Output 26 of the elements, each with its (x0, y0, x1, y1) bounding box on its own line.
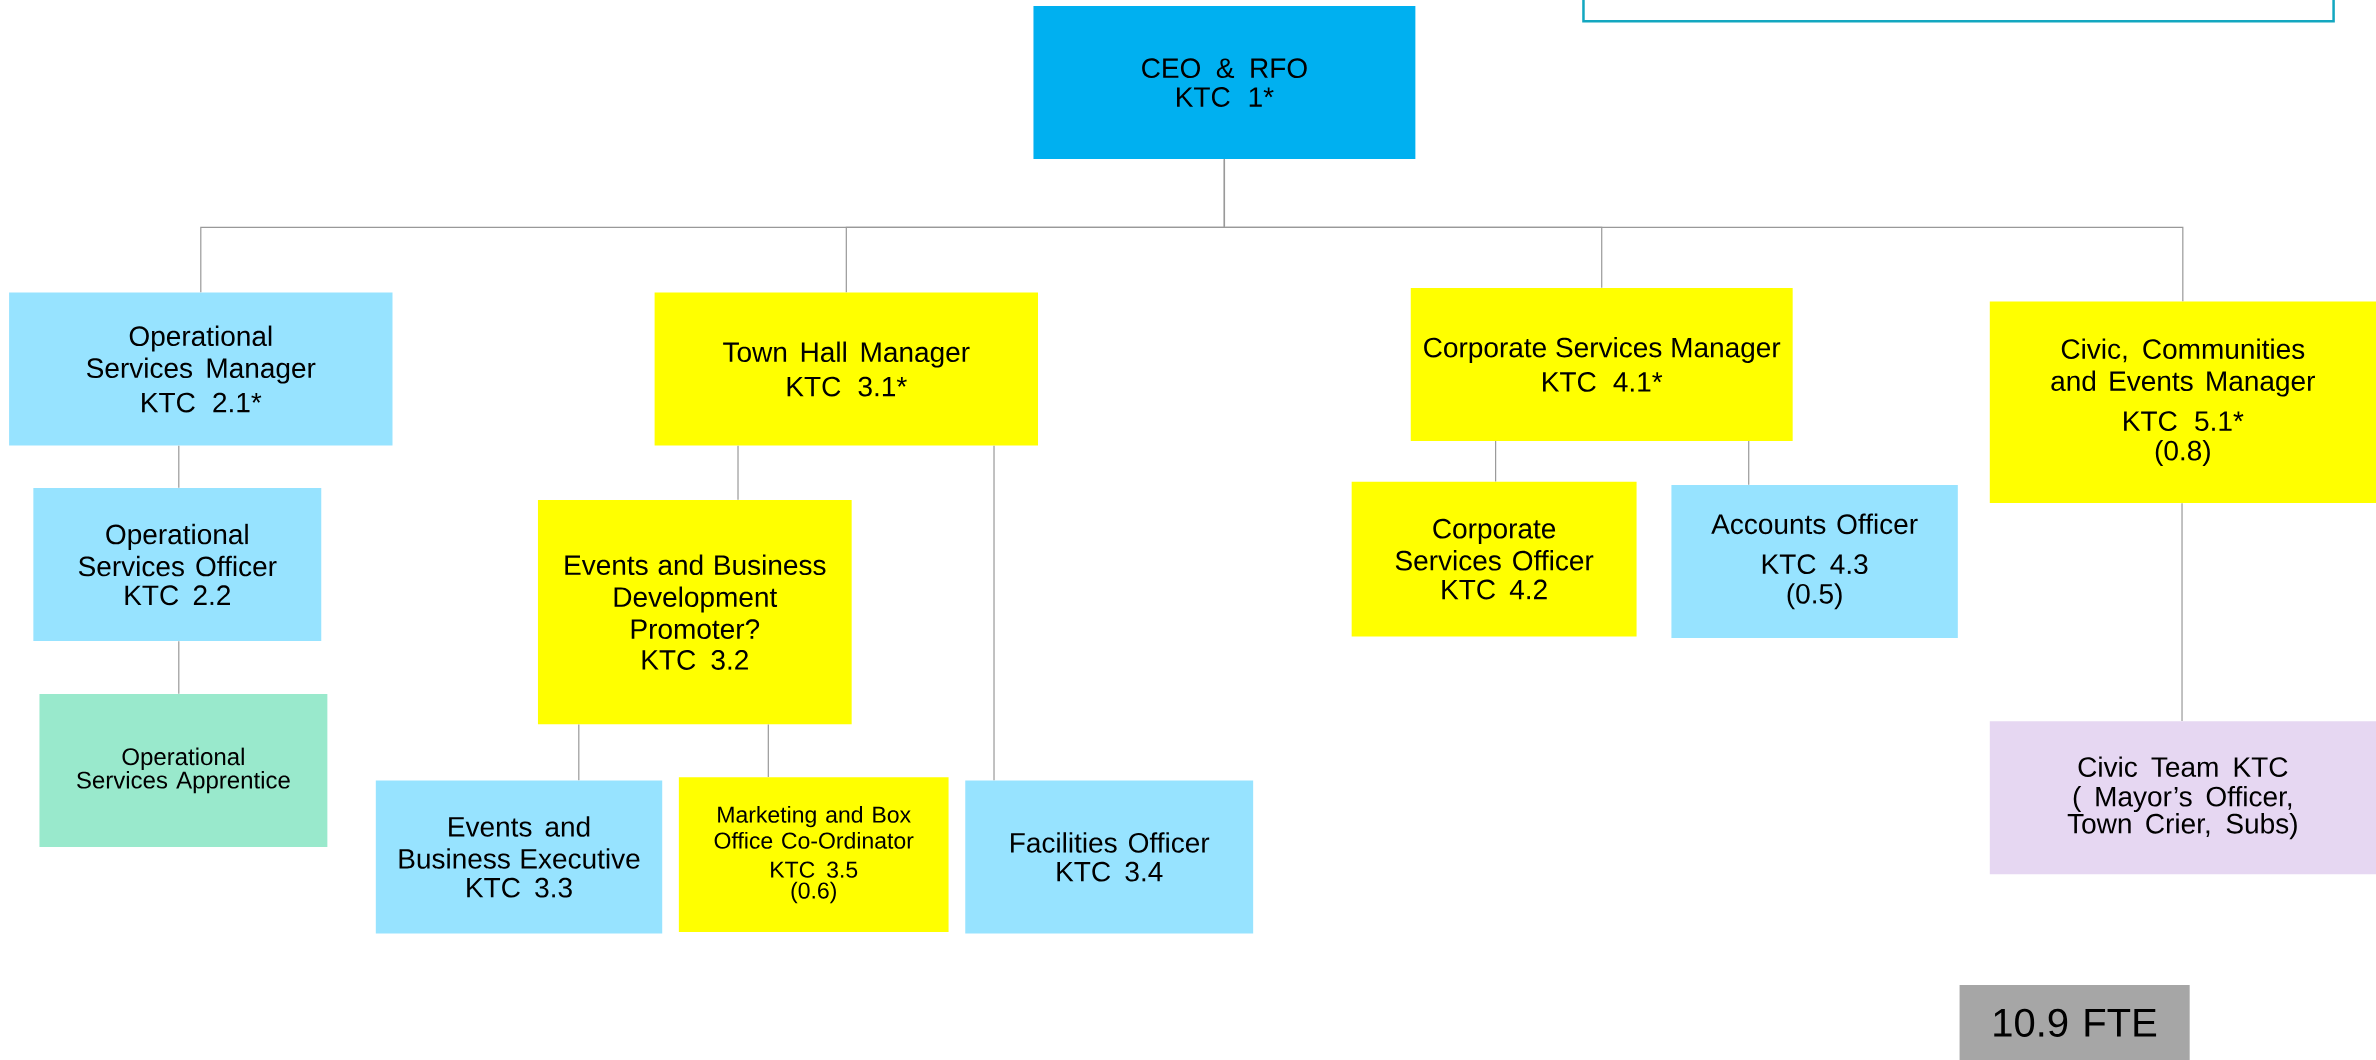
note-box (1582, 0, 2335, 23)
org-box: Operational Services Manager KTC 2.1* (9, 292, 393, 446)
connector-line (767, 723, 769, 778)
total-box: 10.9 FTE (1959, 984, 2190, 1060)
org-box: CEO & RFO KTC 1* (1033, 6, 1416, 160)
org-box: Operational Services Apprentice (39, 694, 328, 847)
connector-line (1495, 440, 1497, 483)
org-box: Accounts Officer KTC 4.3 (0.5) (1671, 484, 1958, 638)
connector-line (2181, 502, 2183, 722)
connector-line (578, 723, 580, 781)
org-box: Marketing and Box Office Co-Ordinator KTC 3.5 (0.6) (678, 777, 949, 932)
org-box: Corporate Services Manager KTC 4.1* (1410, 287, 1793, 441)
org-box: Operational Services Officer KTC 2.2 (33, 488, 322, 641)
org-box: Events and Business Executive KTC 3.3 (375, 780, 663, 934)
connector-line (993, 445, 995, 781)
connector-line (737, 445, 739, 501)
org-box: Facilities Officer KTC 3.4 (965, 780, 1254, 934)
org-box: Corporate Services Officer KTC 4.2 (1351, 481, 1637, 637)
org-box: Town Hall Manager KTC 3.1* (654, 292, 1038, 446)
connector-line (1748, 440, 1750, 486)
org-box: Civic Team KTC ( Mayor’s Officer, Town Crier, Subs) (1989, 721, 2376, 875)
org-box: Civic, Communities and Events Manager KTC 5.1* (0.8) (1989, 301, 2376, 504)
connector-line (178, 445, 180, 489)
connector-line (178, 640, 180, 695)
connector-line (1223, 158, 2184, 302)
org-box: Events and Business Development Promoter? KTC 3.2 (537, 500, 852, 725)
